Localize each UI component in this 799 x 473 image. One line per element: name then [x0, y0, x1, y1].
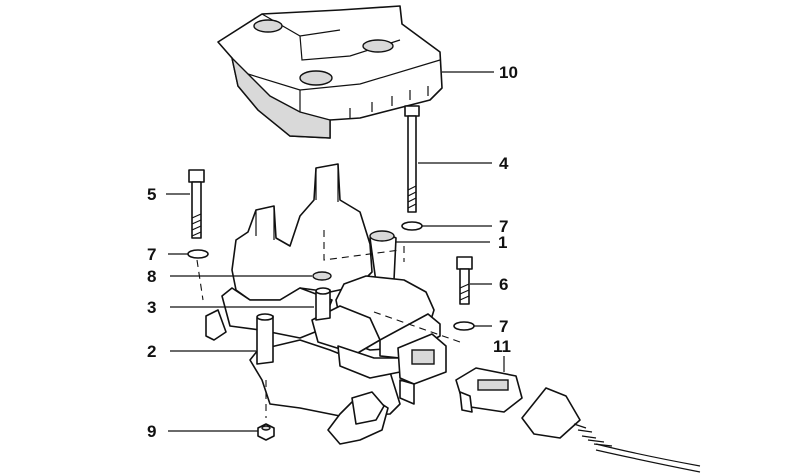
label-3: 3: [147, 298, 156, 317]
washer-right: [453, 321, 475, 331]
label-11: 11: [493, 337, 511, 356]
washer-8: [312, 271, 332, 281]
label-10: 10: [499, 63, 518, 82]
assembly-line-coil: [323, 230, 401, 261]
label-7-left: 7: [147, 245, 156, 264]
label-4: 4: [499, 154, 509, 173]
spacer-sleeve-2: [256, 313, 274, 365]
right-bolt: [456, 256, 473, 305]
ignition-coil: [311, 230, 447, 405]
label-1: 1: [498, 233, 507, 252]
label-8: 8: [147, 267, 156, 286]
spacer-sleeve-3: [315, 287, 331, 321]
label-5: 5: [147, 185, 156, 204]
washer-left: [187, 249, 209, 259]
ignition-coil-cover: [217, 5, 443, 139]
assembly-line-left-bolt: [196, 259, 204, 301]
long-bolt: [404, 105, 420, 213]
label-7-upper-right: 7: [499, 217, 508, 236]
label-6: 6: [499, 275, 508, 294]
nut-9: [257, 423, 275, 441]
assembly-line-right: [373, 311, 461, 343]
label-2: 2: [147, 342, 156, 361]
label-9: 9: [147, 422, 156, 441]
coil-pack-housing: [205, 163, 401, 445]
wiring-connector: [455, 367, 701, 473]
label-7-lower-right: 7: [499, 317, 508, 336]
washer-upper-right: [401, 221, 423, 231]
left-bolt: [188, 169, 205, 239]
